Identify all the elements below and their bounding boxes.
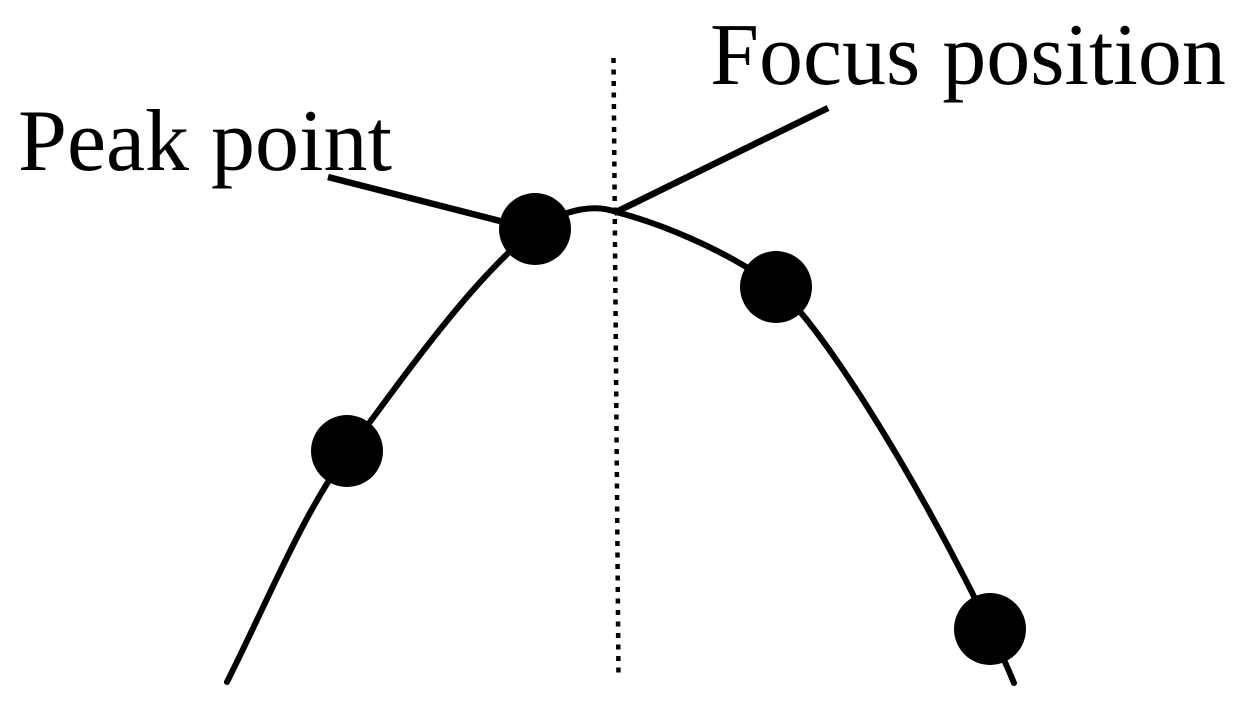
focus-position-axis-dotted-line: [611, 57, 621, 678]
data-point-right-upper: [740, 251, 812, 323]
peak-point-leader-line: [327, 173, 505, 226]
data-point-peak: [499, 193, 571, 265]
data-point-right-lower: [954, 593, 1026, 665]
focus-position-label: Focus position: [710, 7, 1226, 104]
data-point-left: [311, 415, 383, 487]
focus-position-leader-line: [612, 105, 830, 216]
peak-point-label: Peak point: [18, 93, 392, 190]
sharpness-curve: [224, 205, 1017, 686]
